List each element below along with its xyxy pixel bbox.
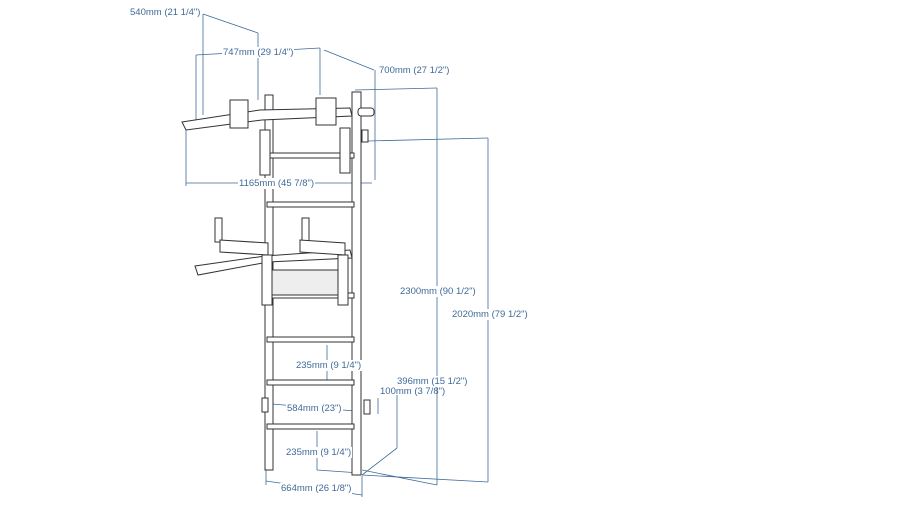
dim-rung-spacing-upper: 235mm (9 1/4") bbox=[295, 360, 363, 371]
dim-bar-inner-width: 747mm (29 1/4") bbox=[222, 47, 295, 58]
dim-ladder-width: 664mm (26 1/8") bbox=[280, 483, 353, 494]
dim-rung-spacing-lower: 235mm (9 1/4") bbox=[285, 447, 353, 458]
dim-bar-projection: 700mm (27 1/2") bbox=[378, 65, 451, 76]
dim-bar-depth: 540mm (21 1/4") bbox=[129, 7, 202, 18]
wall-bars bbox=[181, 91, 375, 476]
dim-ladder-height: 2020mm (79 1/2") bbox=[451, 309, 529, 320]
dim-wall-offset: 396mm (15 1/2") bbox=[396, 376, 469, 387]
dim-bar-total-width: 1165mm (45 7/8") bbox=[238, 178, 316, 189]
dim-total-height: 2300mm (90 1/2") bbox=[399, 286, 477, 297]
dim-bracket-height: 100mm (3 7/8") bbox=[380, 386, 446, 397]
dim-bracket-spacing: 584mm (23") bbox=[286, 403, 343, 414]
